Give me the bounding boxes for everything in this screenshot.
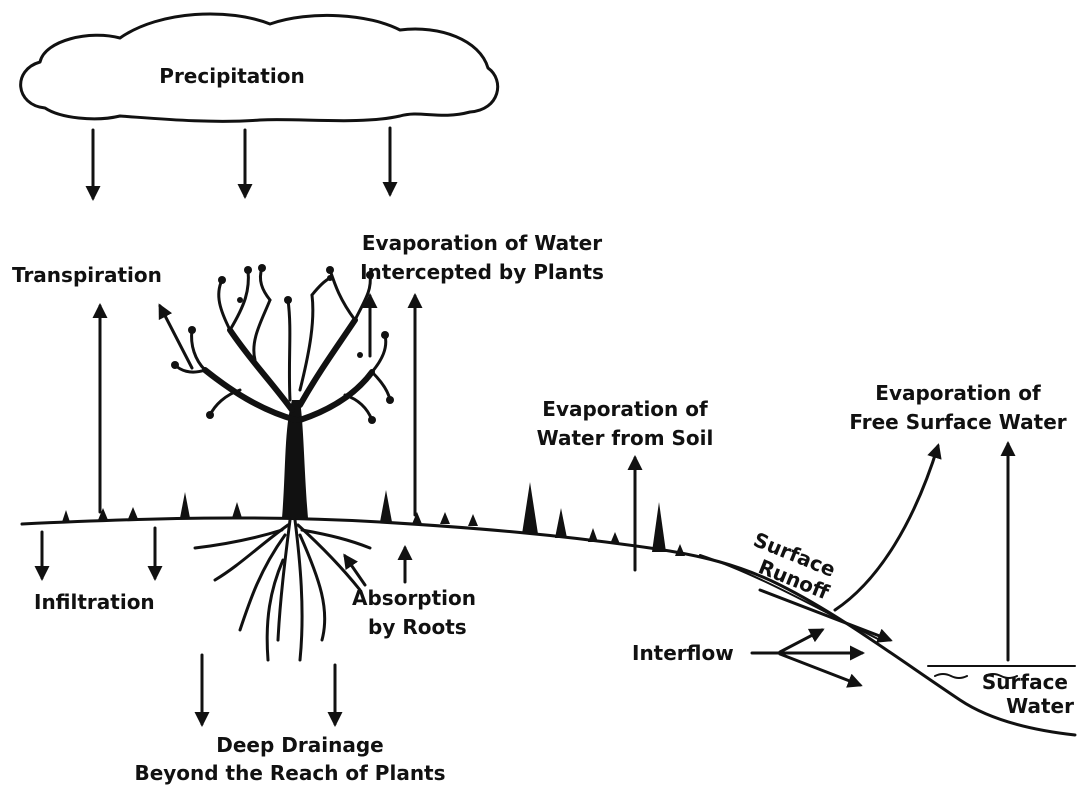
absorption-label-line1: Absorption [352,586,476,610]
precipitation-arrows [93,128,390,198]
soil-evaporation-label-line1: Evaporation of [542,397,708,421]
intercepted-evaporation-arrows [370,296,415,515]
surface-water-label-line2: Water [1006,694,1074,718]
transpiration-label: Transpiration [12,263,162,287]
interflow-label: Interflow [632,641,734,665]
absorption-arrows [345,548,405,585]
free-surface-evaporation-label-line2: Free Surface Water [849,410,1066,434]
intercepted-evaporation-label-line1: Evaporation of Water [362,231,602,255]
deep-drainage-label-line1: Deep Drainage [216,733,383,757]
surface-water-label-line1: Surface [982,670,1068,694]
precipitation-label: Precipitation [159,64,304,88]
tree [171,264,394,518]
intercepted-evaporation-label-line2: Intercepted by Plants [360,260,604,284]
infiltration-label: Infiltration [34,590,155,614]
cloud: Precipitation [21,14,498,121]
deep-drainage-label-line2: Beyond the Reach of Plants [134,761,445,785]
infiltration-arrows [42,528,155,578]
roots [195,520,370,660]
ground-surface [22,518,1075,735]
interflow-arrows [752,630,862,685]
deep-drainage-arrows [202,655,335,724]
soil-evaporation-label-line2: Water from Soil [537,426,714,450]
absorption-label-line2: by Roots [368,615,467,639]
transpiration-arrows [100,306,192,512]
free-surface-evaporation-label-line1: Evaporation of [875,381,1041,405]
